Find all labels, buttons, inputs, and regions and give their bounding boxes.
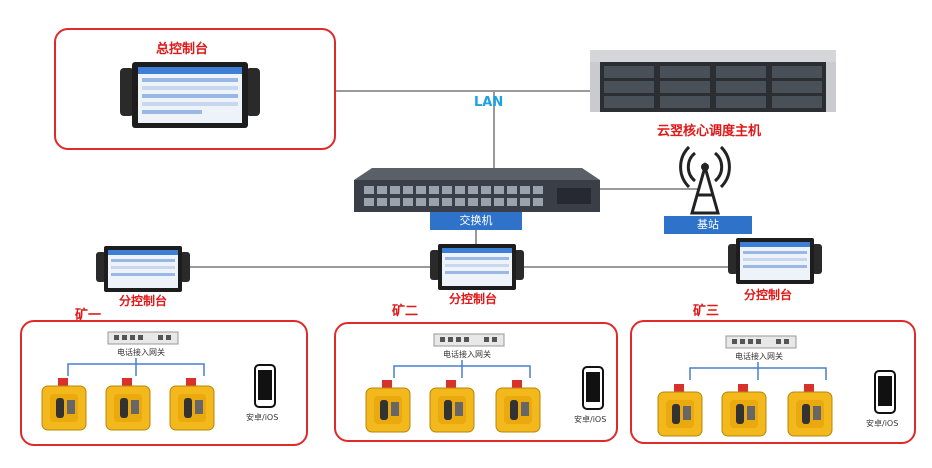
gateway-2-wiring <box>393 360 531 378</box>
base-station-icon <box>679 145 731 215</box>
sub-console-3-label: 分控制台 <box>744 288 793 302</box>
industrial-phone-icon-1 <box>41 378 87 431</box>
sub-console-2-icon <box>430 244 524 290</box>
sub-console-1-icon <box>96 246 190 292</box>
server-label: 云翌核心调度主机 <box>657 124 762 139</box>
gateway-1-label: 电话接入网关 <box>117 348 165 357</box>
industrial-phone-icon-6 <box>495 380 541 433</box>
mobile-1-icon <box>254 364 276 408</box>
mobile-3-icon <box>874 370 896 414</box>
gateway-3-label: 电话接入网关 <box>735 352 783 361</box>
industrial-phone-icon-9 <box>787 384 833 437</box>
mobile-1-label: 安卓/iOS <box>246 413 279 422</box>
gateway-3-wiring <box>689 362 827 380</box>
gateway-1-wiring <box>67 358 205 376</box>
gateway-2-icon <box>433 333 505 347</box>
sub-console-1-label: 分控制台 <box>119 294 168 308</box>
mobile-2-label: 安卓/iOS <box>574 415 607 424</box>
main-console-device-icon <box>120 62 260 128</box>
mine-3-label: 矿三 <box>693 304 720 319</box>
link-switch-sub2 <box>475 216 477 246</box>
switch-label: 交换机 <box>430 212 522 230</box>
link-switch-basestation <box>600 188 700 190</box>
industrial-phone-icon-2 <box>105 378 151 431</box>
industrial-phone-icon-5 <box>429 380 475 433</box>
link-console-server <box>336 90 598 92</box>
industrial-phone-icon-7 <box>657 384 703 437</box>
gateway-1-icon <box>107 331 179 345</box>
base-station-label: 基站 <box>664 216 752 234</box>
lan-label: LAN <box>474 95 504 110</box>
mine-1-label: 矿一 <box>75 308 102 323</box>
main-console-label: 总控制台 <box>156 42 209 57</box>
mobile-2-icon <box>582 366 604 410</box>
switch-icon <box>354 168 600 212</box>
server-icon <box>590 50 836 112</box>
mobile-3-label: 安卓/iOS <box>866 419 899 428</box>
sub-console-3-icon <box>728 238 822 284</box>
link-lan-switch <box>493 90 495 168</box>
mine-2-label: 矿二 <box>392 304 419 319</box>
industrial-phone-icon-3 <box>169 378 215 431</box>
gateway-2-label: 电话接入网关 <box>443 350 491 359</box>
industrial-phone-icon-4 <box>365 380 411 433</box>
industrial-phone-icon-8 <box>721 384 767 437</box>
sub-console-2-label: 分控制台 <box>449 292 498 306</box>
main-console-box <box>54 28 336 150</box>
gateway-3-icon <box>725 335 797 349</box>
